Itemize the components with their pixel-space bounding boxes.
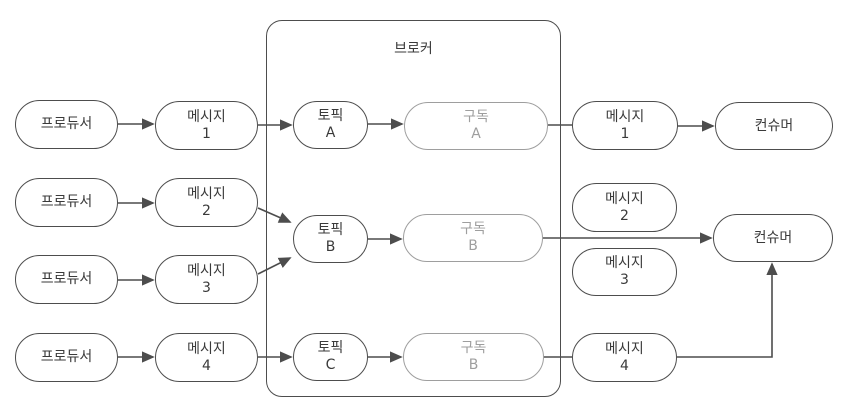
broker-container: [266, 20, 561, 397]
subscription-letter: B: [468, 357, 479, 373]
producer-label: 프로듀서: [40, 349, 93, 365]
connector-message2-topicB: [257, 207, 292, 223]
consumer-node-1: 컨슈머: [715, 102, 833, 150]
producer-node-1: 프로듀서: [15, 100, 118, 149]
subscription-node-b1: 구독 B: [403, 214, 543, 262]
message-node-left-3: 메시지 3: [155, 255, 258, 304]
message-label: 메시지: [605, 340, 644, 357]
message-number: 2: [620, 207, 629, 224]
producer-label: 프로듀서: [40, 116, 93, 132]
subscription-node-b2: 구독 B: [403, 333, 544, 381]
topic-letter: B: [325, 239, 336, 255]
message-label: 메시지: [187, 108, 226, 125]
message-label: 메시지: [605, 108, 645, 125]
subscription-letter: A: [471, 126, 481, 142]
message-number: 4: [202, 357, 211, 374]
producer-label: 프로듀서: [40, 271, 93, 287]
message-node-left-1: 메시지 1: [155, 101, 258, 150]
producer-label: 프로듀서: [40, 194, 93, 210]
message-node-left-2: 메시지 2: [155, 178, 258, 227]
topic-node-a: 토픽 A: [293, 101, 368, 149]
message-node-right-4: 메시지 4: [572, 333, 677, 382]
message-number: 1: [202, 125, 211, 142]
subscription-node-a: 구독 A: [404, 102, 548, 150]
producer-node-4: 프로듀서: [15, 333, 118, 382]
consumer-label: 컨슈머: [753, 229, 793, 246]
broker-title: 브로커: [394, 41, 433, 57]
message-node-left-4: 메시지 4: [155, 333, 258, 382]
message-node-right-2: 메시지 2: [572, 183, 677, 232]
topic-node-c: 토픽 C: [293, 333, 368, 381]
message-label: 메시지: [605, 190, 644, 207]
message-number: 4: [620, 357, 629, 374]
message-number: 2: [202, 202, 211, 219]
topic-letter: A: [325, 125, 336, 141]
connector-message4-consumer2: [677, 262, 778, 358]
consumer-label: 컨슈머: [754, 117, 794, 134]
message-node-right-3: 메시지 3: [572, 248, 677, 296]
subscription-label: 구독: [463, 109, 489, 125]
topic-label: 토픽: [317, 222, 344, 238]
topic-node-b: 토픽 B: [293, 215, 368, 263]
message-number: 3: [202, 279, 211, 296]
producer-node-3: 프로듀서: [15, 255, 118, 304]
subscription-label: 구독: [460, 221, 486, 237]
connector-message3-topicB: [257, 257, 292, 275]
topic-label: 토픽: [317, 340, 344, 356]
subscription-label: 구독: [460, 340, 487, 356]
topic-letter: C: [325, 357, 336, 373]
message-label: 메시지: [187, 262, 226, 279]
message-node-right-1: 메시지 1: [572, 101, 678, 150]
topic-label: 토픽: [317, 108, 344, 124]
message-label: 메시지: [187, 185, 226, 202]
consumer-node-2: 컨슈머: [713, 214, 833, 262]
message-label: 메시지: [605, 255, 644, 271]
subscription-letter: B: [468, 238, 478, 254]
message-label: 메시지: [187, 340, 226, 357]
message-number: 1: [620, 125, 630, 142]
producer-node-2: 프로듀서: [15, 178, 118, 227]
message-number: 3: [620, 272, 629, 288]
